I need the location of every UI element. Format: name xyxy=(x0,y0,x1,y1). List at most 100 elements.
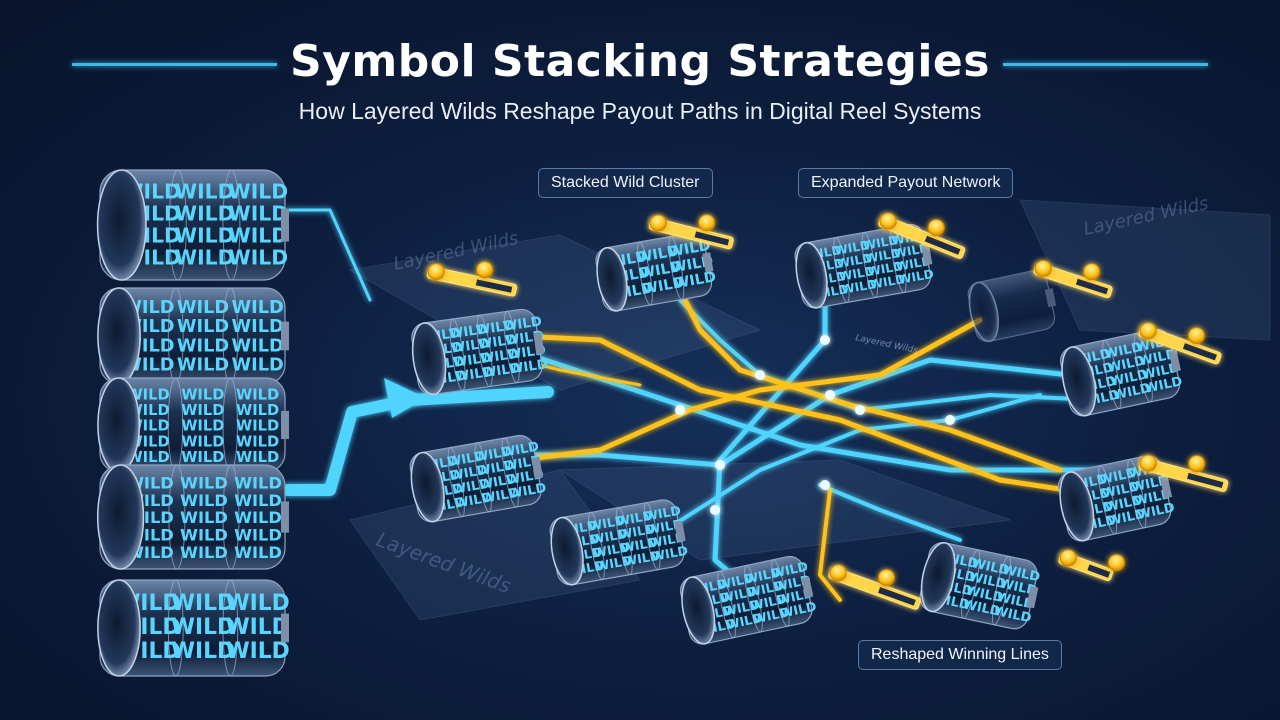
coin-icon xyxy=(1107,554,1125,572)
reel-divider xyxy=(474,442,492,513)
reel-end-cap xyxy=(596,246,628,312)
payout-bar-slot xyxy=(694,231,730,246)
wild-symbol: WILD xyxy=(638,259,683,282)
blue-connector-top xyxy=(283,208,372,302)
coin-icon xyxy=(877,569,895,587)
wild-symbol: WILD xyxy=(234,491,282,510)
reel-divider xyxy=(449,318,466,391)
wild-symbol: WILD xyxy=(836,251,874,271)
payout-bar-slot xyxy=(1087,564,1111,578)
reel-axle xyxy=(674,520,686,542)
wild-symbol: WILD xyxy=(667,238,712,261)
node xyxy=(820,480,830,490)
reel-divider xyxy=(168,464,186,570)
wild-symbol: WILD xyxy=(226,591,290,616)
coin-icon xyxy=(1188,455,1206,473)
callout-stacked-wild-cluster: Stacked Wild Cluster xyxy=(538,168,713,198)
reel-stack-1: WILDWILDWILDWILDWILDWILDWILDWILDWILDWILD… xyxy=(96,169,289,281)
coin-icon xyxy=(927,219,945,237)
payout-paths xyxy=(282,208,1133,602)
coin-icon xyxy=(427,263,445,281)
blue-line-6 xyxy=(818,483,962,542)
reel-divider xyxy=(637,241,653,306)
reel-divider xyxy=(615,507,633,576)
wild-symbol: WILD xyxy=(232,298,284,318)
wild-symbol: WILD xyxy=(232,336,284,356)
wild-symbol: WILD xyxy=(862,233,900,253)
reel-divider xyxy=(861,231,879,298)
title-rule-left xyxy=(72,63,277,66)
reel-end-cap xyxy=(96,169,147,281)
reel-end-cap xyxy=(97,287,141,385)
callout-expanded-payout-network: Expanded Payout Network xyxy=(798,168,1014,198)
node xyxy=(820,335,830,345)
wild-symbol: WILD xyxy=(643,503,682,524)
reel-divider xyxy=(961,549,981,619)
wild-symbol: WILD xyxy=(228,202,288,226)
blue-line-4 xyxy=(712,297,828,593)
wild-symbol: WILD xyxy=(171,615,235,640)
wild-symbol: WILD xyxy=(181,449,224,466)
reel-axle xyxy=(531,456,543,479)
reel-divider xyxy=(1133,332,1153,403)
blue-arrow-main xyxy=(282,386,554,496)
reel-divider xyxy=(668,235,685,300)
wild-symbol: WILD xyxy=(126,386,169,403)
reel-axle xyxy=(281,613,289,643)
reel-divider xyxy=(1102,339,1122,410)
wild-symbol: WILD xyxy=(181,433,224,450)
reel-divider xyxy=(222,169,241,281)
wild-symbol: WILD xyxy=(236,449,279,466)
wild-symbol: WILD xyxy=(449,463,489,484)
wild-symbol: WILD xyxy=(508,357,549,377)
payout-slot-7 xyxy=(1058,549,1125,582)
page-title: Symbol Stacking Strategies xyxy=(290,36,990,87)
wild-symbol: WILD xyxy=(234,508,282,527)
coin-icon xyxy=(1083,263,1101,281)
payout-bar-slot xyxy=(878,587,916,606)
wild-symbol: WILD xyxy=(833,238,871,258)
coin-icon xyxy=(476,261,494,279)
reel-stack-4: WILDWILDWILDWILDWILDWILDWILDWILDWILDWILD… xyxy=(96,464,289,570)
title-rule-right xyxy=(1003,63,1208,66)
wild-symbol: WILD xyxy=(181,402,224,419)
wild-symbol: WILD xyxy=(502,314,543,334)
wild-symbol: WILD xyxy=(892,241,930,261)
wild-symbol: WILD xyxy=(594,553,633,574)
wild-symbol: WILD xyxy=(232,356,284,376)
reel-network-ghost xyxy=(967,269,1057,343)
node xyxy=(755,370,765,380)
wild-symbol: WILD xyxy=(476,458,516,479)
wild-symbol: WILD xyxy=(180,543,228,562)
reel-divider xyxy=(503,310,520,384)
coin-icon xyxy=(1059,549,1077,567)
reel-axle xyxy=(1044,288,1057,308)
reel-divider xyxy=(643,502,661,571)
page-subtitle: How Layered Wilds Reshape Payout Paths i… xyxy=(298,98,982,124)
wild-symbol: WILD xyxy=(236,433,279,450)
wild-symbol: WILD xyxy=(234,526,282,545)
reel-axle xyxy=(281,410,289,440)
wild-symbol: WILD xyxy=(453,490,493,511)
reel-end-cap xyxy=(550,516,584,586)
wild-symbol: WILD xyxy=(177,298,229,318)
reel-stack-3: WILDWILDWILDWILDWILDWILDWILDWILDWILDWILD… xyxy=(97,377,289,473)
payout-bar-slot xyxy=(1075,278,1109,295)
wild-symbol: WILD xyxy=(448,322,489,342)
reel-divider xyxy=(744,564,763,633)
reel-divider xyxy=(167,579,184,677)
wild-symbol: WILD xyxy=(475,318,516,338)
coin-icon xyxy=(698,214,716,232)
blue-line-2 xyxy=(517,357,1073,468)
payout-slot-8 xyxy=(828,564,921,610)
reel-divider xyxy=(771,559,790,627)
reel-end-cap xyxy=(96,464,145,570)
gold-line-3 xyxy=(517,317,983,463)
wild-symbol: WILD xyxy=(180,508,228,527)
blue-arrow-head xyxy=(384,378,426,418)
node xyxy=(825,390,835,400)
wild-symbol: WILD xyxy=(864,246,902,266)
coin-icon xyxy=(1139,454,1157,472)
